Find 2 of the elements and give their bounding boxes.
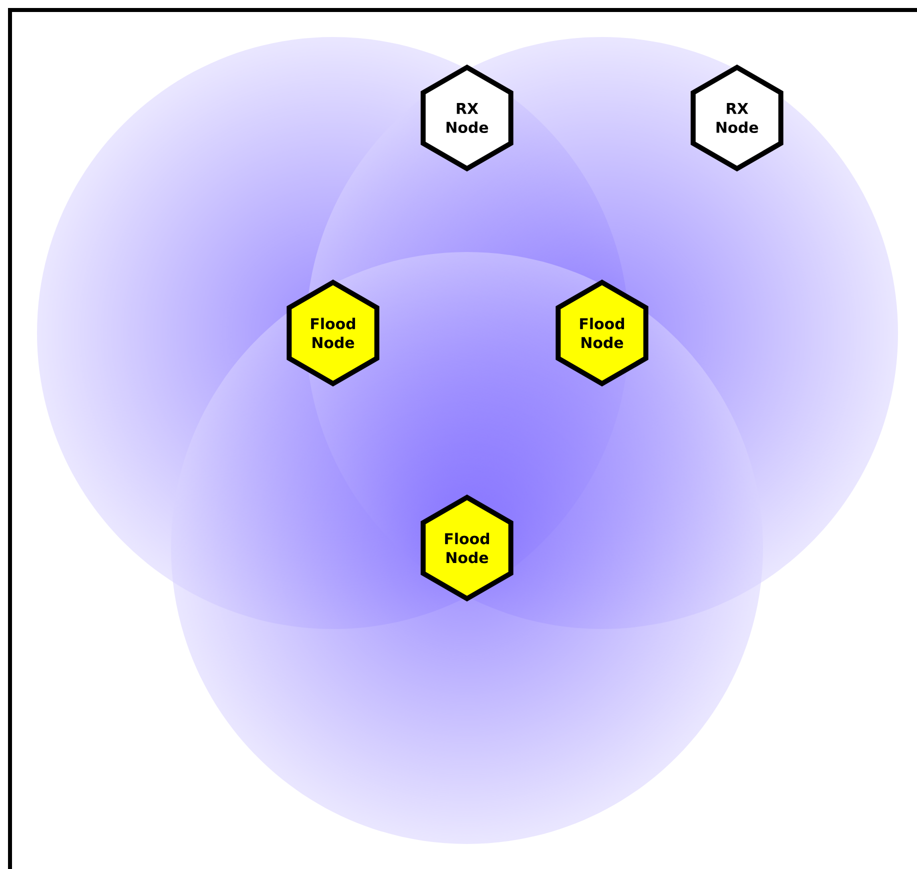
hexagon-node: RX Node	[420, 64, 514, 172]
hexagon-node: RX Node	[690, 64, 784, 172]
